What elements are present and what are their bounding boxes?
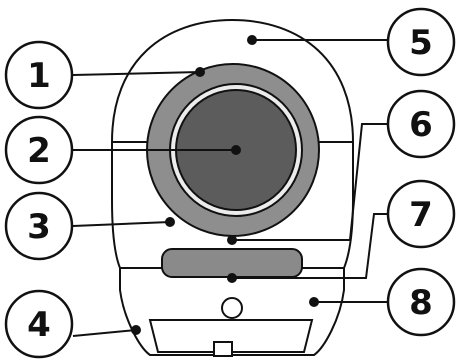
leader-6 xyxy=(232,123,396,241)
leader-lines xyxy=(72,39,396,337)
anchor-dot-1 xyxy=(195,67,205,77)
callout-circle-3 xyxy=(4,191,74,261)
callout-label-4: 4 xyxy=(27,305,51,345)
callout-circle-2 xyxy=(4,115,74,185)
callout-label-2: 2 xyxy=(27,131,51,171)
leader-3 xyxy=(72,221,171,227)
callout-circle-4 xyxy=(4,289,74,359)
anchor-dot-4 xyxy=(131,325,141,335)
control-button xyxy=(221,297,243,319)
anchor-dot-8 xyxy=(309,297,319,307)
leader-4 xyxy=(72,329,137,337)
callout-circle-8 xyxy=(386,267,456,337)
callout-label-5: 5 xyxy=(409,23,433,63)
callout-label-1: 1 xyxy=(27,56,51,96)
anchor-dot-7 xyxy=(227,273,237,283)
anchor-dot-6 xyxy=(227,235,237,245)
anchor-dot-5 xyxy=(247,35,257,45)
bottom-latch xyxy=(213,341,233,357)
callout-circle-1 xyxy=(4,40,74,110)
callout-label-8: 8 xyxy=(409,283,433,323)
anchor-dot-2 xyxy=(231,145,241,155)
callout-circle-7 xyxy=(386,179,456,249)
anchor-dots xyxy=(131,35,319,335)
callout-circle-5 xyxy=(386,7,456,77)
callout-label-7: 7 xyxy=(409,195,433,235)
top-dome xyxy=(111,18,354,143)
anchor-dot-3 xyxy=(165,217,175,227)
callout-label-6: 6 xyxy=(409,105,433,145)
leader-1 xyxy=(72,71,201,76)
callout-circle-6 xyxy=(386,89,456,159)
leader-7 xyxy=(232,213,392,279)
waste-drawer xyxy=(161,248,303,278)
callout-label-3: 3 xyxy=(27,207,51,247)
bottom-panel xyxy=(148,319,314,353)
